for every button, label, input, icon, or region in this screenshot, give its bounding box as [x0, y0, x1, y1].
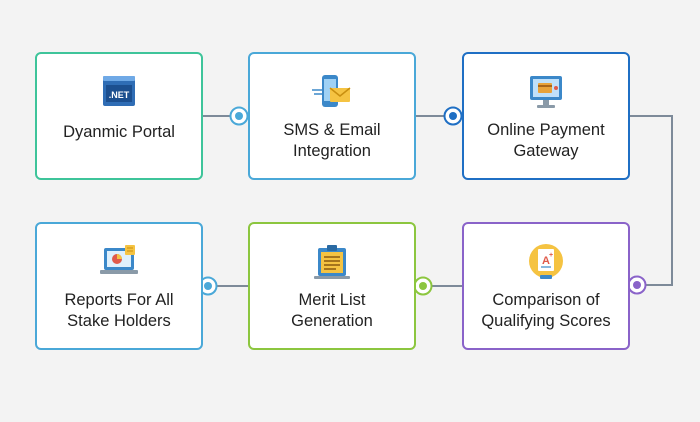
phone-envelope-icon	[312, 75, 351, 107]
step-label: Comparison of Qualifying Scores	[481, 291, 611, 330]
clipboard-list-icon	[314, 245, 350, 279]
step-label: Reports For All Stake Holders	[64, 291, 174, 330]
step-label: Merit List Generation	[291, 291, 373, 330]
connector-payment-comparison	[630, 115, 673, 286]
node-dot	[627, 275, 647, 295]
step-label: SMS & Email Integration	[283, 121, 381, 160]
svg-text:+: +	[549, 252, 553, 259]
step-card-comparison: A + Comparison of Qualifying Scores	[462, 222, 630, 350]
step-label: Online Payment Gateway	[487, 121, 605, 160]
score-document-icon: A +	[529, 244, 563, 279]
node-dot	[229, 106, 249, 126]
step-label: Dyanmic Portal	[63, 123, 175, 141]
node-dot	[413, 276, 433, 296]
svg-text:.NET: .NET	[109, 90, 130, 100]
node-dot	[198, 276, 218, 296]
node-dot	[443, 106, 463, 126]
step-card-sms-email: SMS & Email Integration	[248, 52, 416, 180]
dotnet-window-icon: .NET	[103, 76, 135, 106]
svg-text:A: A	[542, 255, 550, 267]
laptop-report-icon	[100, 245, 138, 274]
step-card-dynamic-portal: .NET Dyanmic Portal	[35, 52, 203, 180]
step-card-merit-list: Merit List Generation	[248, 222, 416, 350]
monitor-card-icon	[530, 76, 562, 108]
step-card-payment-gateway: Online Payment Gateway	[462, 52, 630, 180]
step-card-reports: Reports For All Stake Holders	[35, 222, 203, 350]
